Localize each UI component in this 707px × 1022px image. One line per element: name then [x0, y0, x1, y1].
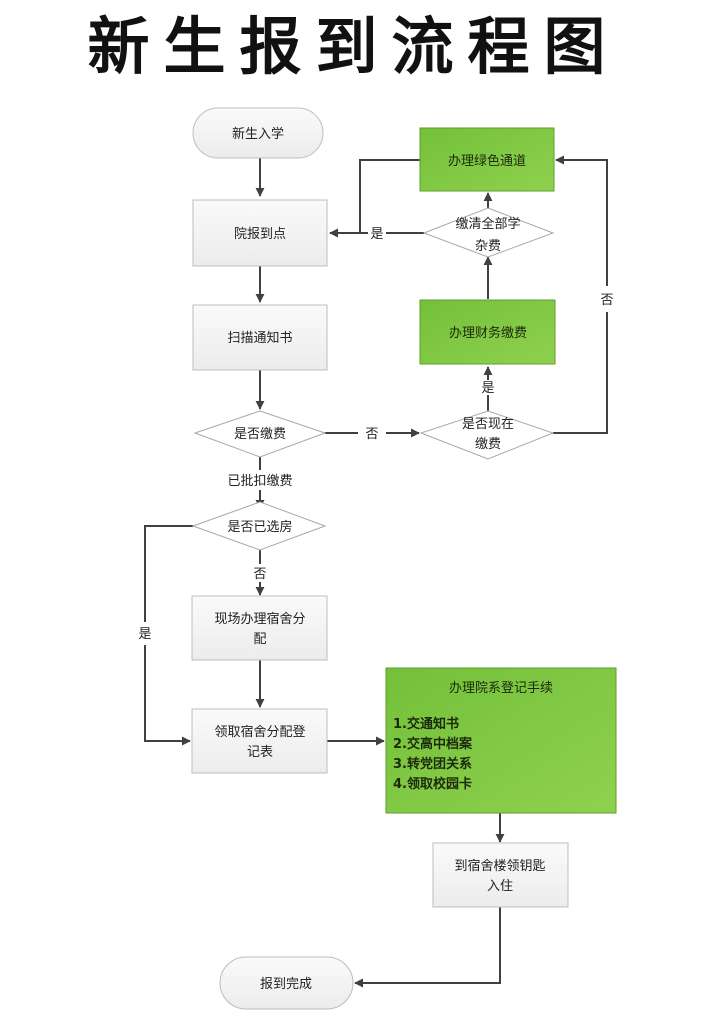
edge-keys-to-end: [354, 907, 501, 988]
edge-paynow-no-to-green-b: [555, 155, 608, 286]
edge-green-to-register: [359, 159, 420, 233]
edge-room-yes-b: [144, 645, 191, 746]
department-item: 2.交高中档案: [393, 736, 473, 752]
label-yes-room: 是: [138, 627, 151, 642]
node-get-keys-line2: 入住: [487, 879, 513, 894]
node-finance-payment-text: 办理财务缴费: [449, 325, 527, 341]
edge-paynow-no-to-green: [553, 312, 608, 434]
edges: [144, 155, 608, 988]
node-onsite-dorm-line1: 现场办理宿舍分: [214, 611, 305, 627]
node-onsite-dorm[interactable]: 现场办理宿舍分 配: [191, 595, 328, 661]
node-paid-decision[interactable]: 是否缴费: [193, 410, 327, 458]
node-register-college-text: 院报到点: [234, 227, 286, 242]
node-green-channel[interactable]: 办理绿色通道: [419, 127, 555, 192]
department-item: 1.交通知书: [393, 716, 459, 732]
node-pay-now-decision[interactable]: 是否现在 缴费: [419, 410, 555, 460]
department-item: 3.转党团关系: [393, 756, 472, 772]
node-get-keys-line1: 到宿舍楼领钥匙: [454, 858, 545, 874]
node-scan-notice[interactable]: 扫描通知书: [192, 304, 328, 371]
node-finance-payment[interactable]: 办理财务缴费: [419, 299, 556, 365]
node-end[interactable]: 报到完成: [219, 956, 354, 1010]
edge-labels: 是 否 是 否 已批扣缴费 否 是: [138, 227, 613, 642]
node-green-channel-text: 办理绿色通道: [448, 153, 526, 169]
node-register-college[interactable]: 院报到点: [192, 199, 328, 267]
page-title: 新生报到流程图: [87, 10, 620, 83]
edge-room-yes: [144, 525, 193, 622]
node-pay-now-decision-line1: 是否现在: [462, 417, 514, 432]
label-no-paid: 否: [365, 427, 378, 442]
label-no-pay-now: 否: [600, 293, 613, 308]
node-paid-decision-text: 是否缴费: [234, 427, 286, 442]
label-yes-pay-now: 是: [481, 381, 494, 396]
node-onsite-dorm-line2: 配: [253, 632, 266, 647]
label-deducted: 已批扣缴费: [227, 474, 292, 489]
node-pay-now-decision-line2: 缴费: [475, 437, 501, 452]
node-all-paid-decision-line2: 杂费: [475, 239, 501, 254]
node-room-selected-decision[interactable]: 是否已选房: [191, 501, 327, 551]
node-all-paid-decision-line1: 缴清全部学: [455, 216, 520, 232]
node-get-keys[interactable]: 到宿舍楼领钥匙 入住: [432, 842, 569, 908]
node-start-text: 新生入学: [232, 126, 284, 142]
node-department-registration[interactable]: 办理院系登记手续 1.交通知书 2.交高中档案 3.转党团关系 4.领取校园卡: [385, 667, 617, 814]
node-dorm-form-line1: 领取宿舍分配登: [214, 724, 305, 740]
node-scan-notice-text: 扫描通知书: [227, 330, 292, 346]
node-all-paid-decision[interactable]: 缴清全部学 杂费: [422, 207, 555, 258]
node-department-title: 办理院系登记手续: [449, 681, 553, 696]
node-dorm-form[interactable]: 领取宿舍分配登 记表: [191, 708, 328, 774]
label-no-room: 否: [253, 567, 266, 582]
node-dorm-form-line2: 记表: [247, 745, 273, 760]
node-start[interactable]: 新生入学: [192, 107, 324, 159]
label-yes-all-paid: 是: [370, 227, 383, 242]
department-item: 4.领取校园卡: [393, 776, 472, 792]
node-room-selected-decision-text: 是否已选房: [227, 519, 292, 535]
node-end-text: 报到完成: [260, 977, 312, 992]
